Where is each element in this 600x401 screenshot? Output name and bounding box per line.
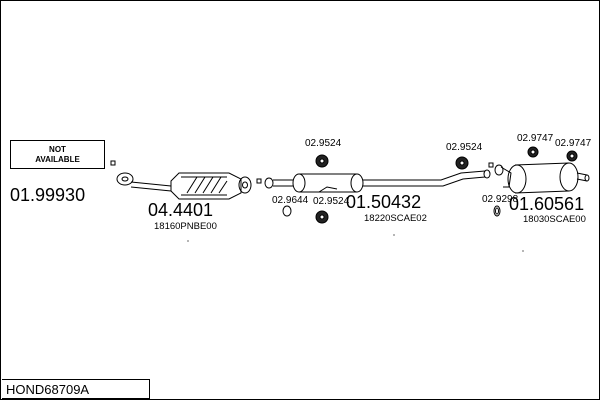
dot-marker — [393, 234, 395, 236]
front-pipe-drawing[interactable] — [110, 160, 172, 192]
part-number-gasket-1[interactable]: 02.9644 — [272, 195, 309, 206]
rear-silencer-body — [514, 162, 570, 194]
hanger-icon[interactable] — [315, 154, 329, 168]
center-pipe-flange — [264, 177, 274, 189]
diagram-code: HOND68709A — [6, 382, 90, 397]
catalyst-seams — [181, 176, 227, 196]
connector-studs — [256, 162, 494, 184]
catalyst-drawing[interactable] — [170, 172, 252, 200]
hanger-icon[interactable] — [455, 156, 469, 170]
diagram-code-box: HOND68709A — [2, 379, 150, 399]
part-number-hanger-3[interactable]: 02.9524 — [446, 142, 483, 153]
part-number-catalyst[interactable]: 04.4401 — [148, 200, 213, 220]
center-pipe-inlet — [273, 179, 293, 187]
part-number-center-silencer[interactable]: 01.50432 — [346, 192, 421, 212]
part-number-hanger-4[interactable]: 02.9747 — [517, 133, 554, 144]
not-available-label: NOT AVAILABLE — [35, 145, 80, 164]
oem-number-center-silencer: 18220SCAE02 — [364, 213, 427, 224]
front-pipe-stud — [110, 160, 116, 166]
rear-silencer-rear-cap — [559, 162, 579, 192]
connector-stud-1 — [256, 178, 262, 184]
rear-silencer-front-cap — [507, 164, 527, 194]
part-number-hanger-2[interactable]: 02.9524 — [313, 196, 350, 207]
hanger-icon[interactable] — [566, 150, 578, 162]
rear-silencer-drawing[interactable] — [494, 162, 590, 194]
part-number-front-pipe[interactable]: 01.99930 — [10, 185, 85, 205]
center-silencer-hanger-bracket — [318, 186, 338, 193]
catalyst-flange — [238, 176, 252, 194]
center-silencer-rear-cap — [350, 173, 364, 193]
front-pipe-flange-hole — [121, 176, 129, 182]
hanger-icon[interactable] — [315, 210, 329, 224]
center-pipe-end-flange — [483, 169, 491, 179]
not-available-box: NOT AVAILABLE — [10, 140, 105, 169]
connector-stud-2 — [488, 162, 494, 168]
rear-silencer-inlet-pipe — [500, 166, 512, 188]
part-number-hanger-1[interactable]: 02.9524 — [305, 138, 342, 149]
part-number-hanger-5[interactable]: 02.9747 — [555, 138, 592, 149]
catalyst-heatshield-ribs — [186, 176, 228, 194]
dot-marker — [522, 250, 524, 252]
rear-silencer-tailpipe-tip — [584, 174, 590, 182]
dot-marker — [187, 240, 189, 242]
rear-silencer-inlet-flange — [494, 164, 504, 176]
hanger-icon[interactable] — [527, 146, 539, 158]
oem-number-catalyst: 18160PNBE00 — [154, 221, 217, 232]
center-silencer-body — [299, 173, 357, 193]
catalyst-flange-hole — [242, 181, 248, 189]
center-silencer-front-cap — [292, 173, 306, 193]
part-number-gasket-2[interactable]: 02.9298 — [482, 194, 519, 205]
catalyst-body — [170, 172, 242, 200]
gasket-icon[interactable] — [282, 205, 292, 217]
hangers — [282, 146, 578, 224]
center-silencer-drawing[interactable] — [264, 169, 491, 193]
oem-number-rear-silencer: 18030SCAE00 — [523, 214, 586, 225]
center-pipe-outlet — [363, 170, 486, 187]
front-pipe-flange — [116, 172, 134, 186]
front-pipe-tube — [130, 181, 172, 192]
gasket-icon[interactable] — [493, 205, 501, 217]
part-number-rear-silencer[interactable]: 01.60561 — [509, 194, 584, 214]
